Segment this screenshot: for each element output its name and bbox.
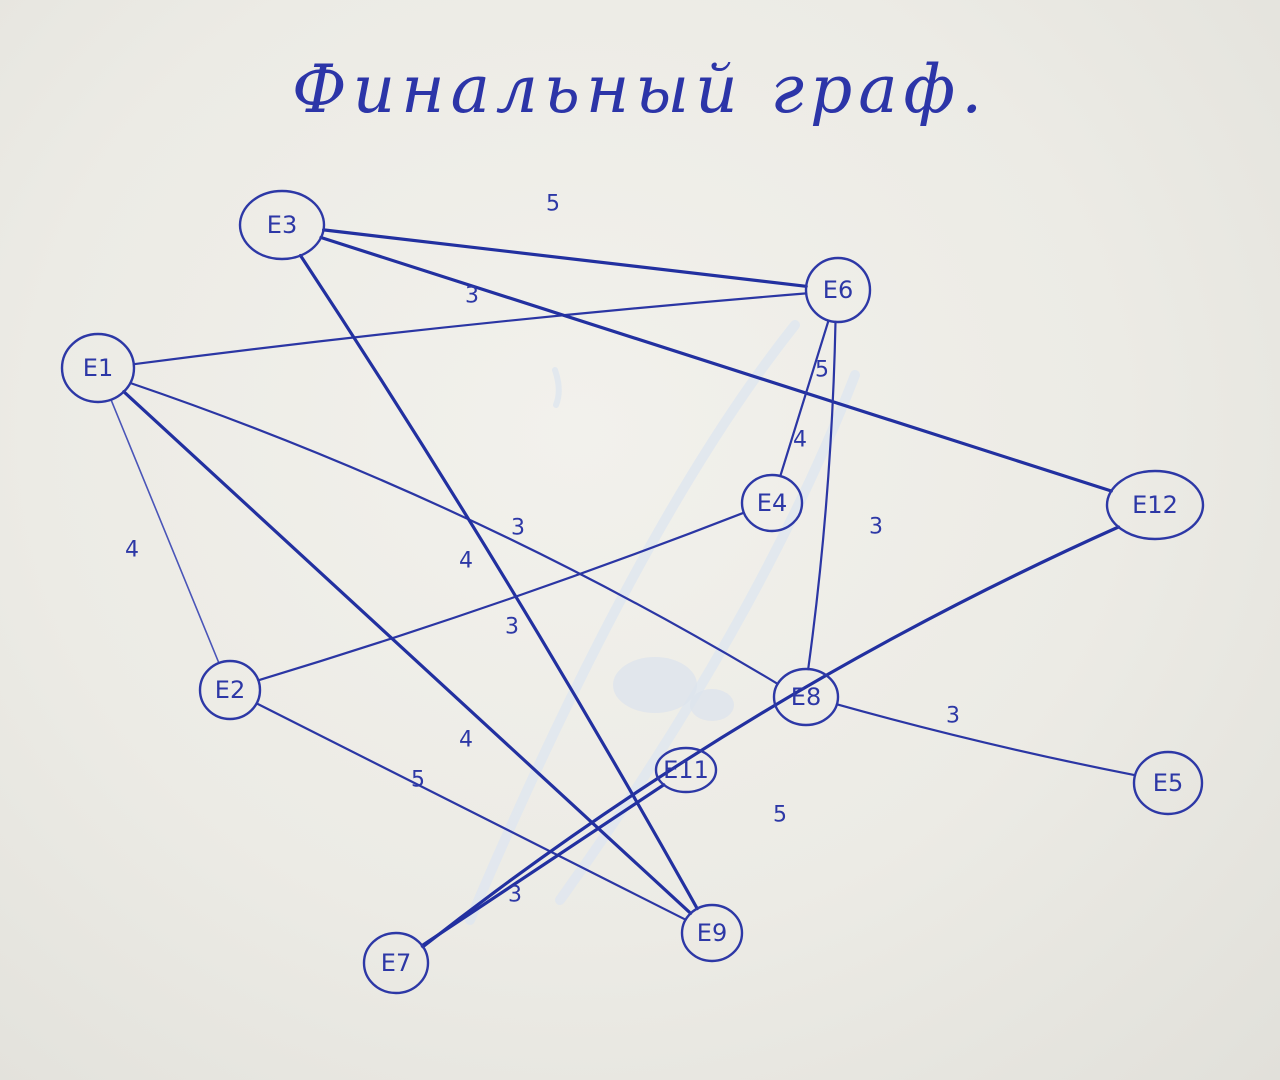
edge-weight-e1-e6: 3 — [465, 284, 479, 309]
edge-e12-e7 — [421, 525, 1121, 949]
node-circle-e4 — [740, 473, 804, 533]
edge-weight-e1-e9: 4 — [459, 728, 473, 753]
node-label-e6: E6 — [823, 276, 853, 304]
node-e4: E4 — [740, 473, 804, 533]
edge-e2-e4 — [257, 511, 745, 682]
node-e7: E7 — [362, 931, 430, 995]
node-e3: E3 — [238, 189, 326, 261]
node-label-e5: E5 — [1153, 769, 1183, 797]
edge-e8-e5 — [835, 703, 1137, 777]
edge-e2-e9 — [255, 702, 687, 921]
edge-e1-e2 — [110, 398, 220, 664]
edge-e3-e12 — [319, 235, 1113, 493]
node-label-e3: E3 — [267, 211, 297, 239]
edge-weight-e6-e4: 4 — [793, 428, 807, 453]
edge-e3-e6 — [322, 228, 808, 288]
node-circle-e8 — [772, 667, 840, 727]
node-circle-e7 — [362, 931, 430, 995]
graph-title: Финальный граф. — [292, 51, 988, 128]
node-label-e12: E12 — [1132, 491, 1178, 519]
edge-weight-e6-e8: 3 — [869, 515, 883, 540]
node-circle-e2 — [198, 659, 262, 721]
node-label-e4: E4 — [757, 489, 787, 517]
edge-weight-e2-e9: 5 — [411, 768, 425, 793]
edge-weight-e11-e7: 3 — [508, 883, 522, 908]
node-circle-e5 — [1132, 750, 1204, 816]
edge-e3-e9 — [298, 253, 699, 911]
node-e1: E1 — [60, 332, 136, 404]
node-e8: E8 — [772, 667, 840, 727]
node-e12: E12 — [1105, 469, 1205, 541]
node-label-e7: E7 — [381, 949, 411, 977]
node-e5: E5 — [1132, 750, 1204, 816]
node-label-e11: E11 — [663, 756, 709, 784]
edge-e6-e8 — [807, 320, 837, 671]
node-circle-e1 — [60, 332, 136, 404]
edge-weight-e12-e7: 5 — [773, 803, 787, 828]
edges-layer — [110, 228, 1137, 949]
edge-e11-e7 — [420, 783, 666, 948]
node-circle-e6 — [804, 256, 872, 324]
node-circle-e11 — [654, 746, 718, 794]
node-e6: E6 — [804, 256, 872, 324]
edge-weight-e8-e5: 3 — [946, 704, 960, 729]
edge-weight-e1-e8: 3 — [511, 516, 525, 541]
node-circle-e3 — [238, 189, 326, 261]
node-label-e1: E1 — [83, 354, 113, 382]
node-label-e9: E9 — [697, 919, 727, 947]
edge-weight-e2-e4: 3 — [505, 615, 519, 640]
edge-e1-e8 — [129, 381, 779, 685]
edge-weight-e1-e2: 4 — [125, 538, 139, 563]
node-e9: E9 — [680, 903, 744, 963]
weights-layer: 5 3 5 4 3 4 3 4 3 4 5 3 3 5 — [125, 192, 960, 908]
edge-e1-e6 — [132, 292, 808, 366]
edge-e1-e9 — [122, 390, 693, 915]
edge-weight-e3-e9: 4 — [459, 549, 473, 574]
node-circle-e12 — [1105, 469, 1205, 541]
node-label-e2: E2 — [215, 676, 245, 704]
edge-weight-e3-e6: 5 — [546, 192, 560, 217]
erased-marks — [465, 320, 860, 925]
edge-e6-e4 — [779, 319, 830, 478]
node-label-e8: E8 — [791, 683, 821, 711]
node-circle-e9 — [680, 903, 744, 963]
edge-weight-e3-e12: 5 — [815, 358, 829, 383]
node-e2: E2 — [198, 659, 262, 721]
node-e11: E11 — [654, 746, 718, 794]
